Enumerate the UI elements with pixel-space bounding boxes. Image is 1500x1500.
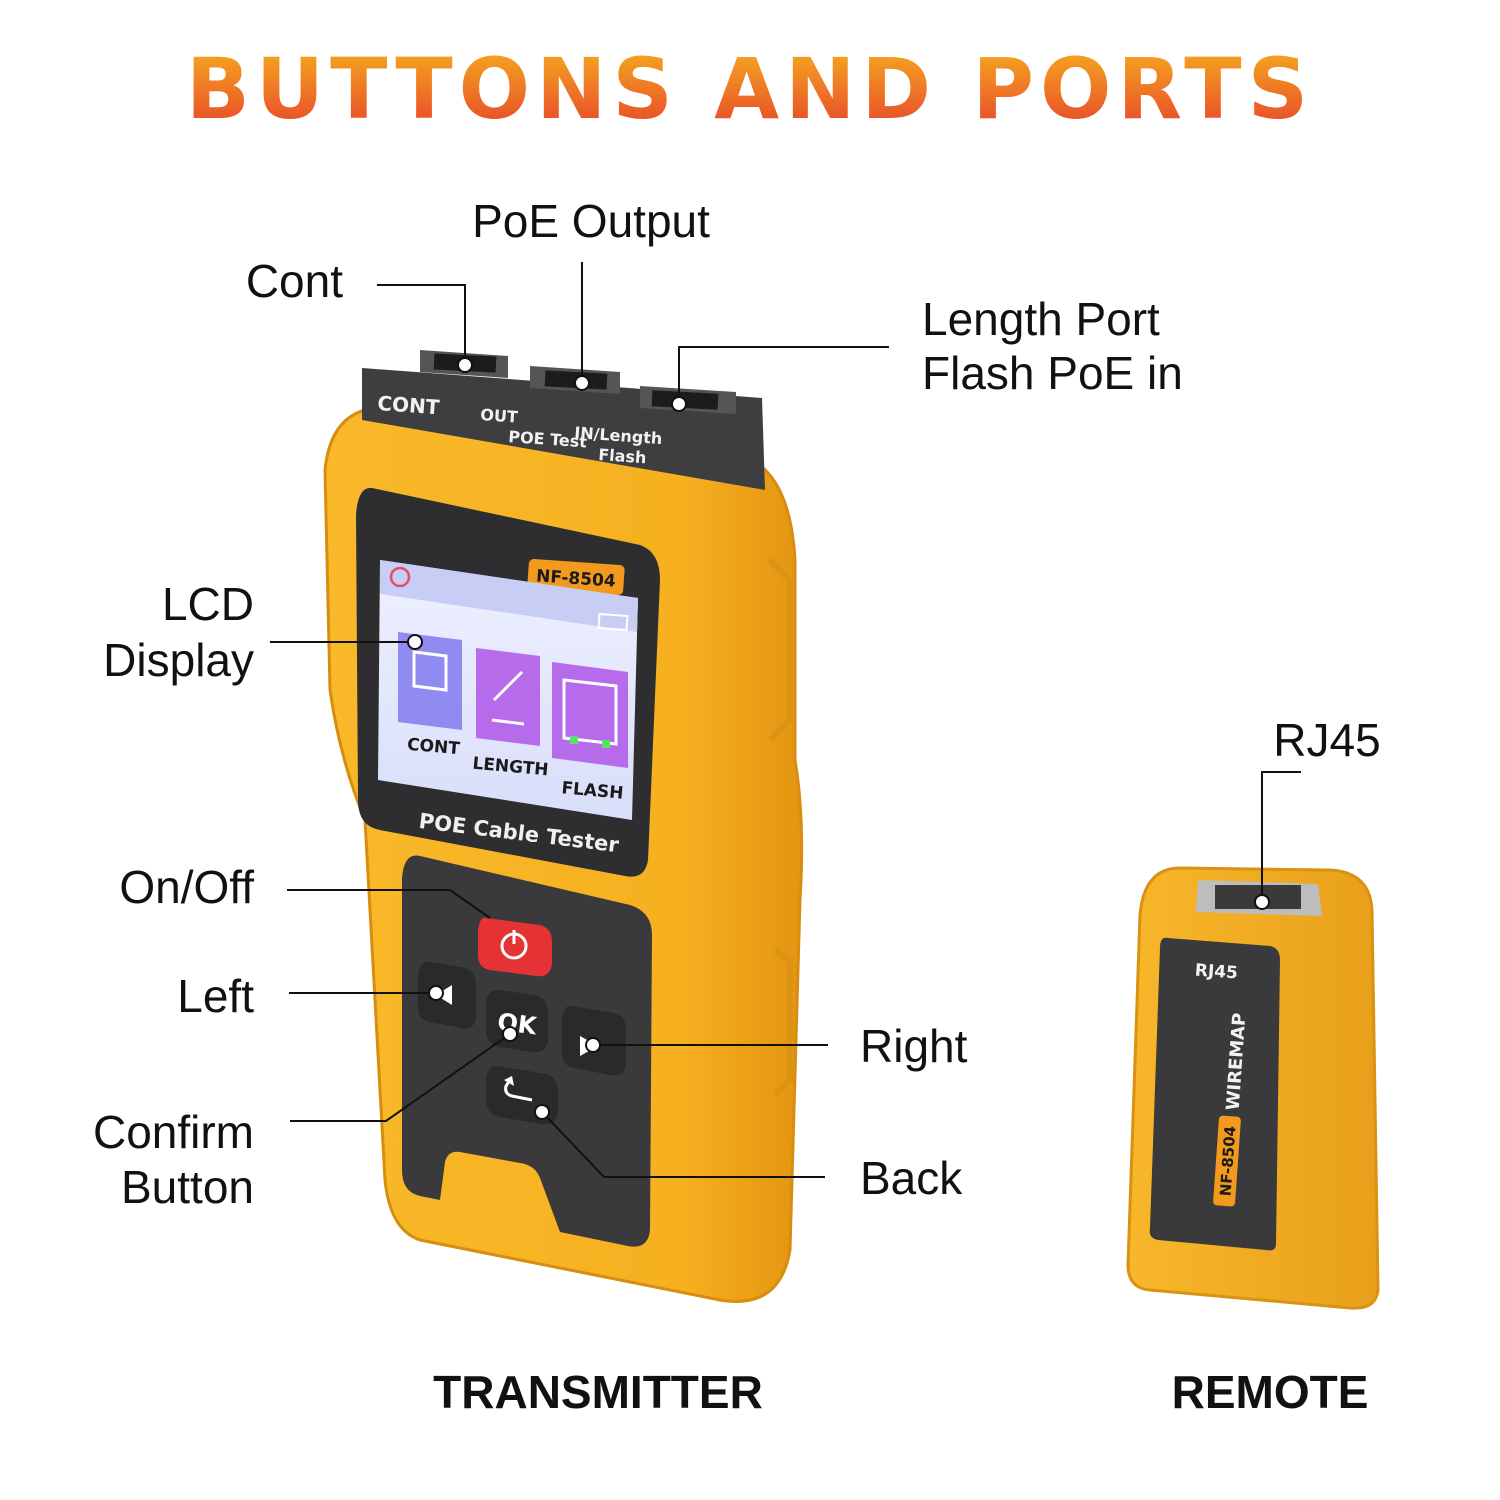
remote-model-badge-text: NF-8504 <box>1217 1125 1240 1196</box>
label-poe-output: PoE Output <box>472 195 710 247</box>
ok-button[interactable]: OK <box>486 989 548 1053</box>
port-label-flash: Flash <box>598 445 647 467</box>
screen-power-icon <box>389 566 411 588</box>
port-label-cont: CONT <box>377 391 441 419</box>
power-button[interactable] <box>478 917 552 977</box>
dot-right <box>585 1037 601 1053</box>
transmitter-device: CONT OUT POE Test IN/Length Flash NF-850… <box>323 350 804 1303</box>
dot-length-port <box>671 396 687 412</box>
leader-rj45 <box>1261 771 1301 902</box>
label-lcd-line2: Display <box>103 634 254 686</box>
back-arrow-icon <box>504 1079 533 1102</box>
leader-lines <box>270 262 1301 1178</box>
port-label-out: OUT <box>480 405 519 427</box>
remote-label-panel <box>1149 937 1280 1251</box>
side-rib <box>767 557 793 743</box>
label-length-port-line2: Flash PoE in <box>922 347 1183 399</box>
dot-poe-output <box>574 375 590 391</box>
menu-tile-cont: CONT <box>398 632 462 759</box>
label-lcd-line1: LCD <box>162 578 254 630</box>
dot-cont <box>457 357 473 373</box>
leader-back <box>541 1111 825 1178</box>
battery-icon <box>597 612 629 632</box>
caption-transmitter: TRANSMITTER <box>433 1366 763 1418</box>
dot-back <box>534 1104 550 1120</box>
label-length-port-line1: Length Port <box>922 293 1160 345</box>
label-back: Back <box>860 1152 963 1204</box>
leader-dots <box>407 357 1270 1120</box>
left-button[interactable] <box>418 961 476 1029</box>
label-right: Right <box>860 1020 968 1072</box>
caption-remote: REMOTE <box>1172 1366 1369 1418</box>
leader-length-port <box>678 346 889 404</box>
dot-left <box>428 985 444 1001</box>
remote-port-label: RJ45 <box>1194 961 1238 984</box>
left-arrow-icon <box>436 985 452 1005</box>
label-cont: Cont <box>246 255 343 307</box>
page-title: BUTTONS AND PORTS <box>186 40 1314 138</box>
dot-rj45 <box>1254 894 1270 910</box>
back-arrow-head-icon <box>504 1076 514 1086</box>
label-on-off: On/Off <box>119 861 254 913</box>
dot-confirm <box>502 1026 518 1042</box>
label-left: Left <box>177 970 254 1022</box>
label-confirm-line2: Button <box>121 1161 254 1213</box>
menu-label-cont: CONT <box>406 735 461 760</box>
leader-confirm <box>290 1033 511 1122</box>
screen-status-bar <box>380 560 638 632</box>
leader-cont <box>377 284 466 365</box>
menu-tile-length: LENGTH <box>472 648 549 780</box>
label-rj45: RJ45 <box>1273 714 1380 766</box>
menu-tile-flash: FLASH <box>552 662 628 804</box>
leader-on-off <box>287 889 491 919</box>
label-confirm-line1: Confirm <box>93 1106 254 1158</box>
dot-lcd <box>407 634 423 650</box>
remote-device: RJ45 WIREMAP NF-8504 <box>1126 866 1380 1310</box>
side-rib <box>772 947 793 1098</box>
remote-model-badge <box>1213 1115 1241 1207</box>
